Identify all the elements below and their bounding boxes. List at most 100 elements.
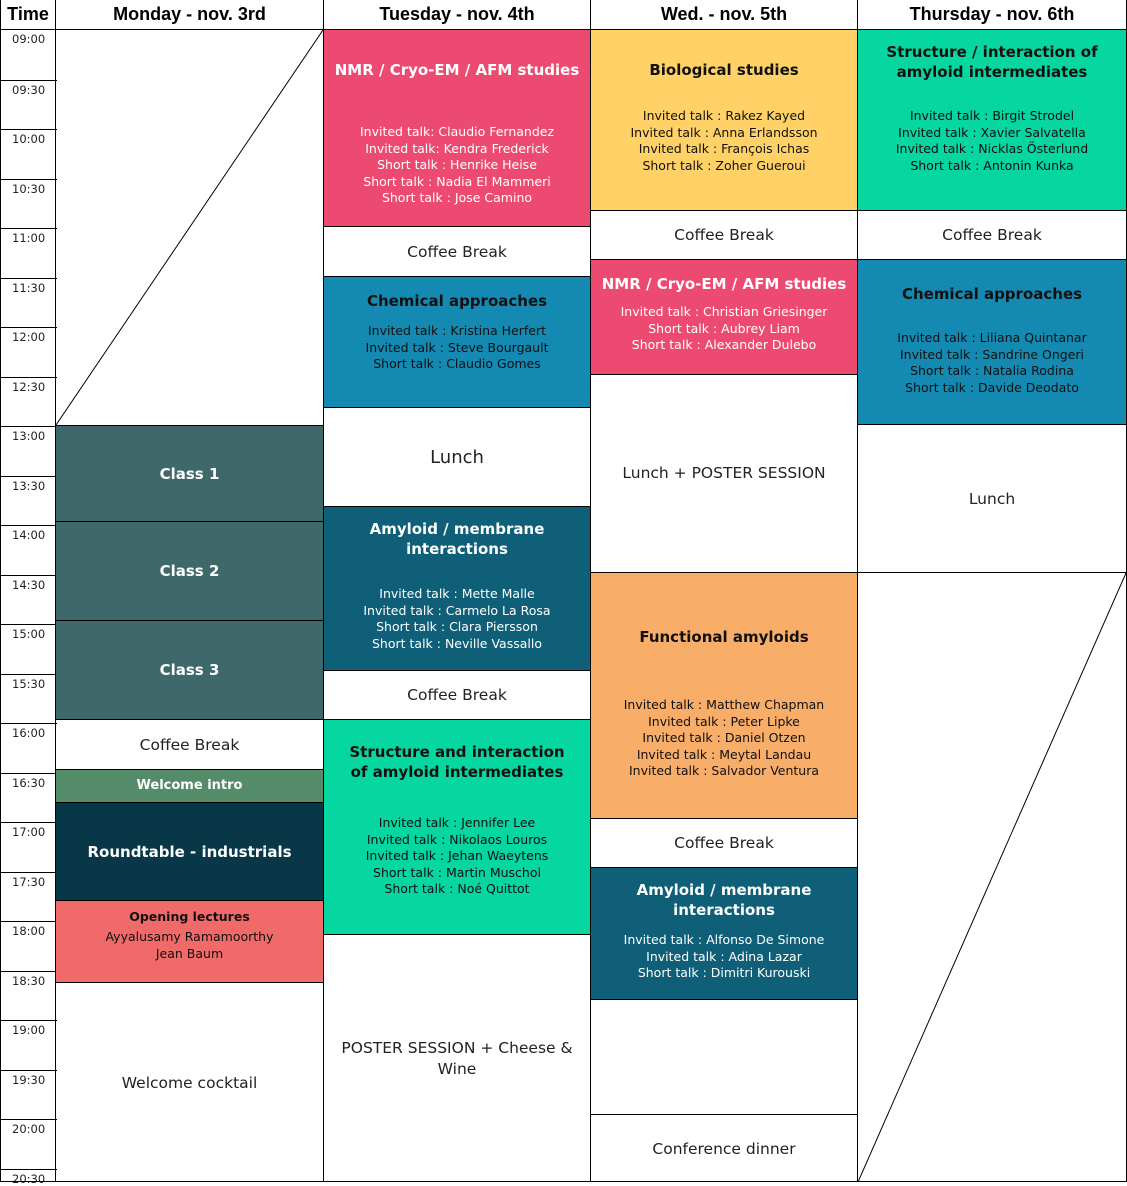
speaker-line: Invited talk : Sandrine Ongeri: [899, 346, 1085, 362]
class-3-block: Class 3: [56, 621, 323, 720]
speaker-line: Invited talk : Nikolaos Louros: [366, 831, 548, 847]
coffee-break-label: Coffee Break: [942, 226, 1042, 244]
speaker-line: Invited talk: Kendra Frederick: [365, 140, 549, 156]
time-slot: 15:00: [1, 624, 57, 674]
speaker-line: Invited talk : Anna Erlandsson: [630, 124, 818, 140]
time-slot: 17:30: [1, 871, 57, 922]
coffee-break-label: Coffee Break: [407, 686, 507, 704]
lunch-poster-label: Lunch + POSTER SESSION: [622, 463, 826, 482]
monday-coffee-break: Coffee Break: [56, 720, 323, 770]
tuesday-coffee-break-1: Coffee Break: [324, 227, 590, 277]
speaker-line: Invited talk : Steve Bourgault: [365, 339, 549, 355]
time-slot: 14:00: [1, 525, 57, 575]
time-slot: 09:00: [12, 32, 46, 46]
coffee-break-label: Coffee Break: [674, 226, 774, 244]
speaker-line: Invited talk : Salvador Ventura: [628, 763, 820, 779]
wednesday-session-biological: Biological studies Invited talk : Rakez …: [591, 30, 857, 211]
speaker-line: Short talk : Henrike Heise: [377, 157, 537, 173]
time-slot: 09:30: [1, 79, 57, 130]
speaker-line: Invited talk : Nicklas Österlund: [895, 141, 1089, 157]
lunch-label: Lunch: [968, 489, 1016, 508]
time-slot: 14:30: [1, 574, 57, 625]
speaker-line: Short talk : Claudio Gomes: [373, 356, 541, 372]
thursday-session-structure: Structure / interaction of amyloid inter…: [858, 30, 1126, 211]
coffee-break-label: Coffee Break: [407, 242, 507, 261]
speaker-line: Invited talk : Peter Lipke: [648, 713, 800, 729]
time-slot: 15:30: [1, 673, 57, 724]
tuesday-lunch: Lunch: [324, 408, 590, 507]
wednesday-conference-dinner: Conference dinner: [591, 1115, 857, 1182]
tuesday-session-structure: Structure and interaction of amyloid int…: [324, 720, 590, 935]
speaker-line: Ayyalusamy Ramamoorthy: [105, 929, 274, 944]
lunch-label: Lunch: [430, 446, 484, 468]
roundtable-title: Roundtable - industrials: [87, 842, 292, 861]
thursday-lunch: Lunch: [858, 425, 1126, 573]
speaker-line: Short talk : Nadia El Mammeri: [363, 173, 551, 189]
speaker-line: Short talk : Neville Vassallo: [372, 635, 542, 651]
time-slot: 20:30: [1, 1168, 57, 1186]
speaker-line: Short talk : Alexander Dulebo: [631, 337, 817, 353]
wednesday-column: Biological studies Invited talk : Rakez …: [591, 30, 858, 1182]
thursday-session-chemical: Chemical approaches Invited talk : Lilia…: [858, 260, 1126, 425]
session-title: Structure / interaction of amyloid inter…: [886, 43, 1098, 81]
speaker-line: Short talk : Noé Quittot: [384, 881, 530, 897]
diagonal-line: [858, 573, 1126, 1182]
speaker-line: Jean Baum: [155, 945, 224, 961]
time-column: 09:00 09:30 10:00 10:30 11:00 11:30 12:0…: [0, 30, 57, 1186]
wednesday-session-functional: Functional amyloids Invited talk : Matth…: [591, 573, 857, 819]
welcome-intro-title: Welcome intro: [136, 778, 243, 793]
wednesday-coffee-break-1: Coffee Break: [591, 211, 857, 260]
speaker-line: Invited talk : Adina Lazar: [646, 948, 802, 964]
speaker-line: Invited talk : Kristina Herfert: [367, 323, 547, 338]
session-title: Chemical approaches: [366, 292, 548, 310]
speaker-line: Invited talk : Christian Griesinger: [620, 304, 828, 319]
time-slot: 18:00: [1, 921, 57, 971]
header-tuesday: Tuesday - nov. 4th: [324, 0, 591, 30]
tuesday-poster-session: POSTER SESSION + Cheese & Wine: [324, 935, 590, 1182]
speaker-line: Short talk : Antonin Kunka: [910, 157, 1074, 173]
speaker-line: Short talk : Davide Deodato: [905, 379, 1079, 395]
session-title: NMR / Cryo-EM / AFM studies: [334, 61, 580, 79]
speaker-line: Invited talk : Jennifer Lee: [378, 815, 536, 830]
time-slot: 18:30: [1, 970, 57, 1021]
speaker-line: Invited talk : Meytal Landau: [636, 746, 812, 762]
speaker-line: Invited talk : François Ichas: [638, 141, 810, 157]
time-slot: 16:30: [1, 772, 57, 823]
header-monday: Monday - nov. 3rd: [56, 0, 324, 30]
session-title: Amyloid / membrane interactions: [369, 520, 545, 558]
monday-empty-morning: [56, 30, 323, 425]
speaker-line: Invited talk : Matthew Chapman: [623, 697, 825, 712]
session-title: Amyloid / membrane interactions: [636, 881, 812, 919]
thursday-column: Structure / interaction of amyloid inter…: [858, 30, 1127, 1182]
tuesday-session-nmr: NMR / Cryo-EM / AFM studies Invited talk…: [324, 30, 590, 227]
session-title: Structure and interaction of amyloid int…: [349, 743, 565, 781]
wednesday-session-nmr: NMR / Cryo-EM / AFM studies Invited talk…: [591, 260, 857, 375]
coffee-break-label: Coffee Break: [139, 735, 240, 754]
tuesday-coffee-break-2: Coffee Break: [324, 671, 590, 720]
session-title: Biological studies: [649, 61, 799, 79]
speaker-line: Invited talk: Claudio Fernandez: [359, 124, 555, 139]
speaker-line: Short talk : Zoher Gueroui: [642, 157, 806, 173]
session-title: Chemical approaches: [901, 285, 1083, 303]
conference-dinner-label: Conference dinner: [652, 1139, 796, 1158]
speaker-line: Invited talk : Rakez Kayed: [642, 108, 806, 123]
opening-lectures-title: Opening lectures: [129, 909, 250, 924]
time-slot: 20:00: [1, 1119, 57, 1169]
wednesday-session-membrane: Amyloid / membrane interactions Invited …: [591, 868, 857, 1000]
time-slot: 12:30: [1, 376, 57, 427]
speaker-line: Invited talk : Carmelo La Rosa: [363, 602, 551, 618]
class-3-title: Class 3: [159, 661, 220, 679]
speaker-line: Invited talk : Jehan Waeytens: [365, 848, 549, 864]
monday-column: Class 1 Class 2 Class 3 Coffee Break Wel…: [56, 30, 324, 1182]
time-slot: 10:00: [1, 129, 57, 179]
header-thursday: Thursday - nov. 6th: [858, 0, 1127, 30]
class-2-block: Class 2: [56, 522, 323, 621]
welcome-intro-block: Welcome intro: [56, 770, 323, 803]
speaker-line: Short talk : Jose Camino: [381, 190, 533, 206]
tuesday-session-chemical: Chemical approaches Invited talk : Krist…: [324, 277, 590, 408]
time-slot: 17:00: [1, 822, 57, 872]
speaker-line: Invited talk : Alfonso De Simone: [623, 932, 825, 947]
speaker-line: Invited talk : Mette Malle: [379, 586, 535, 601]
session-title: NMR / Cryo-EM / AFM studies: [601, 275, 847, 293]
speaker-line: Short talk : Dimitri Kurouski: [637, 965, 811, 981]
